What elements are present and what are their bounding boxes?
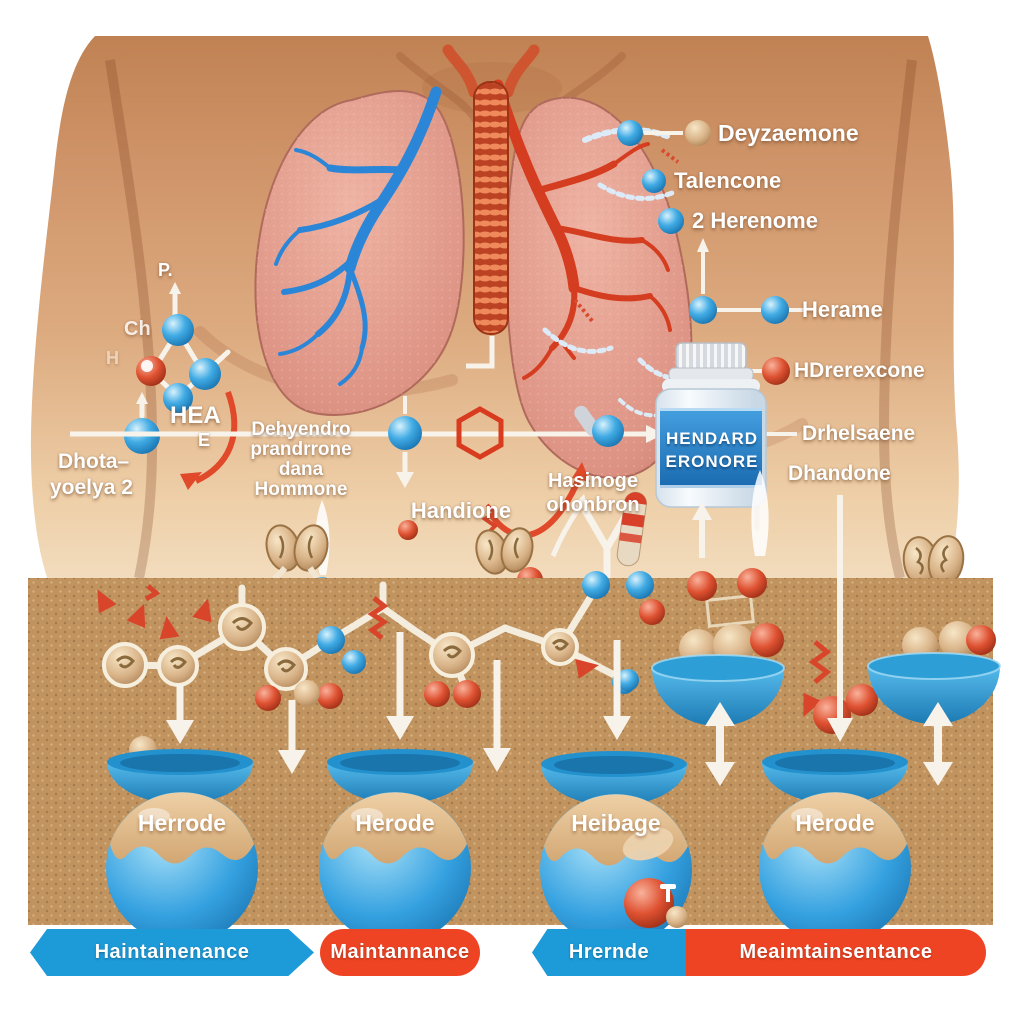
label-e: E — [198, 430, 211, 450]
down-arrow-icon — [483, 748, 511, 772]
bottle-cap — [675, 342, 747, 371]
red-cone-icon — [97, 589, 822, 717]
bottle-label-panel — [660, 408, 762, 488]
down-arrow-icon — [603, 716, 631, 740]
hexagon-ring-icon — [456, 406, 504, 460]
tan-box-icon — [705, 594, 755, 628]
sphere-label-4: Herode — [795, 810, 875, 836]
red-ribbon-icon — [144, 584, 832, 684]
banner-segment-blue-2: Hrernde — [532, 929, 686, 976]
label-p: P. — [158, 260, 173, 280]
label-h: H — [106, 348, 119, 368]
label-hasinoge-line1: Hasinoge — [547, 470, 639, 492]
banner-segment-red-1: Maintannance — [320, 929, 480, 976]
label-hasinoge-line2: ohonbron — [546, 494, 640, 516]
sphere-label-2: Herode — [355, 810, 435, 836]
label-herame: Herame — [802, 297, 883, 322]
label-dehyendro-line4: Hommone — [254, 479, 348, 500]
label-dhandone: Dhandone — [788, 462, 891, 485]
label-dhota-line1: Dhota– — [58, 450, 130, 473]
right-arrow-icon — [646, 425, 664, 443]
sphere-label-1: Herrode — [137, 810, 227, 836]
red-vessel-tree — [492, 79, 672, 380]
deep-balance-bowls — [651, 621, 1001, 726]
labelled-sphere — [106, 792, 258, 944]
shallow-dishes — [107, 736, 908, 806]
label-dehyendro-line3: dana — [278, 459, 324, 480]
walnut-gland-icon — [475, 527, 534, 575]
top-right-connectors — [617, 120, 806, 324]
pill-bottle — [655, 342, 797, 558]
banner-segment-blue-1: Haintainenance — [30, 929, 314, 976]
sphere-label-3: Heibage — [571, 810, 661, 836]
label-handione: Handione — [410, 498, 512, 523]
blue-vessel-tree — [274, 86, 442, 386]
red-curved-arrow-icon — [489, 474, 583, 539]
chest-reaction-line — [70, 336, 664, 540]
bottle-label-line1: HENDARD — [666, 429, 758, 448]
label-hdrerexcone: HDrerexcone — [794, 359, 925, 382]
up-arrow-icon — [136, 392, 148, 404]
label-deyzaemone: Deyzaemone — [718, 120, 859, 146]
up-arrow-icon — [573, 494, 589, 510]
trachea — [442, 44, 540, 335]
band-arrows — [166, 495, 953, 786]
up-arrow-icon — [169, 282, 181, 294]
capsule-icon — [616, 491, 647, 567]
down-arrow-icon — [166, 720, 194, 744]
banner-label-1: Haintainenance — [94, 941, 250, 963]
bottle-label-text: HENDARD ERONORE — [664, 414, 760, 486]
banner-label-2: Maintannance — [330, 941, 470, 963]
band-network — [97, 568, 878, 734]
banner-label-4: Meaimtainsentance — [739, 941, 933, 963]
down-arrow-icon — [278, 750, 306, 774]
red-zigzag-icon — [481, 503, 499, 536]
down-arrow-icon — [396, 472, 414, 488]
double-arrow-icon — [923, 702, 953, 786]
walnut-gland-icon — [265, 524, 329, 572]
down-arrow-icon — [386, 716, 414, 740]
labelled-sphere — [759, 792, 911, 944]
bottle-label-line2: ERONORE — [665, 452, 759, 471]
label-drhelsaene: Drhelsaene — [802, 422, 916, 445]
labelled-sphere — [540, 794, 692, 946]
up-arrow-icon — [697, 238, 709, 252]
ghost-flame-icon — [751, 470, 769, 556]
label-dehyendro-line2: prandrrone — [250, 439, 352, 460]
labelled-sphere — [319, 792, 471, 944]
label-ch: Ch — [124, 318, 151, 340]
label-talencone: Talencone — [674, 168, 782, 193]
label-dhota-line2: yoelya 2 — [50, 476, 133, 499]
double-arrow-icon — [705, 702, 735, 786]
banner-segment-red-2: Meaimtainsentance — [686, 929, 986, 976]
label-hea: HEA — [170, 402, 221, 429]
walnut-node-icon — [102, 603, 579, 691]
big-spheres — [106, 792, 911, 946]
up-arrow-icon — [692, 502, 712, 520]
red-curved-arrow-icon — [194, 390, 238, 484]
lungs — [254, 79, 706, 479]
label-dehyendro-line1: Dehyendro — [251, 419, 351, 440]
label-herenome: 2 Herenome — [692, 208, 818, 233]
down-arrow-icon — [827, 718, 853, 742]
banner-label-3: Hrernde — [568, 941, 650, 963]
